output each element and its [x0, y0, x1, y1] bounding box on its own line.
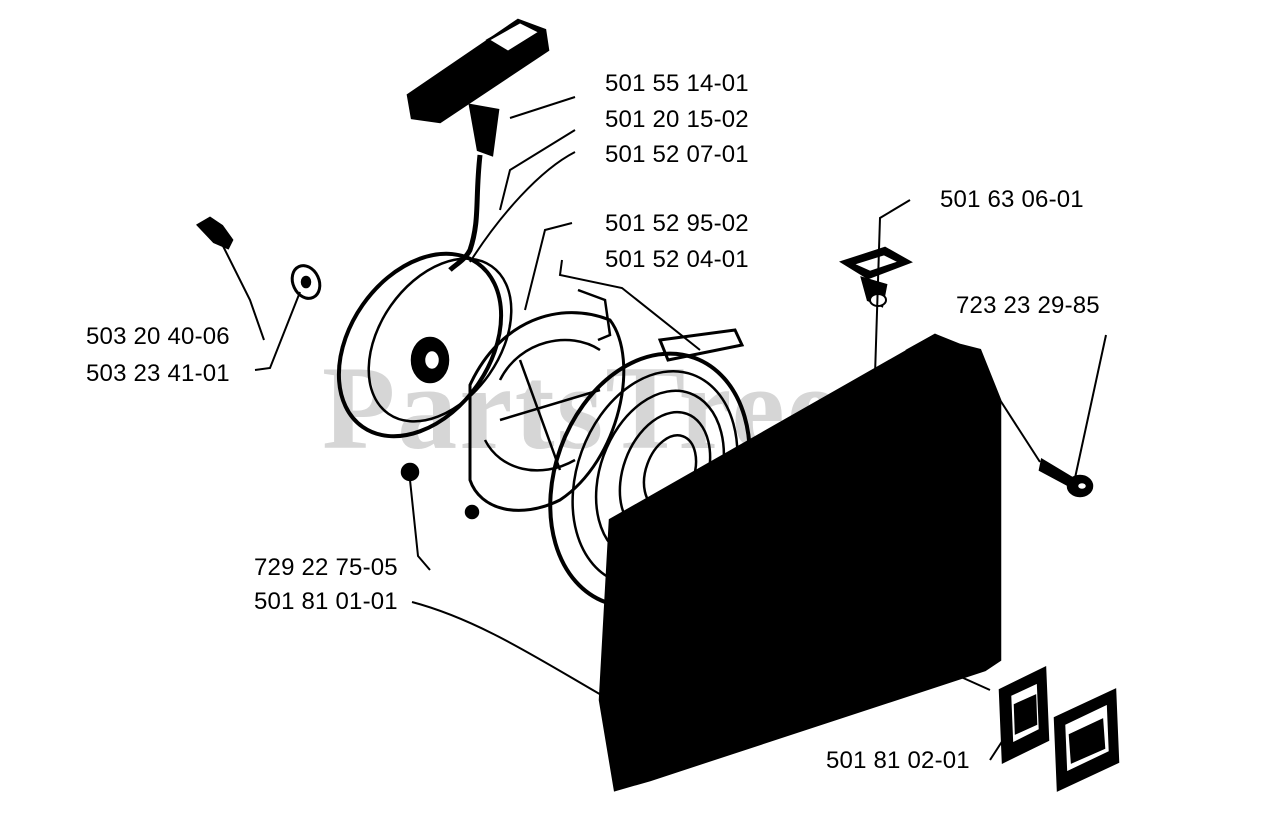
- starter-housing: [598, 333, 1002, 792]
- housing-screw: [1038, 458, 1094, 498]
- part-number-label: 501 20 15-02: [605, 106, 749, 133]
- part-number-label: 501 63 06-01: [940, 186, 1084, 213]
- part-number-label: 501 55 14-01: [605, 70, 749, 97]
- part-number-label: 501 81 02-01: [826, 747, 970, 774]
- part-number-label: 503 20 40-06: [86, 323, 230, 350]
- housing-plug: [839, 246, 913, 308]
- part-number-label: 729 22 75-05: [254, 554, 398, 581]
- part-number-label: 501 52 04-01: [605, 246, 749, 273]
- part-number-label: 503 23 41-01: [86, 360, 230, 387]
- leader-lines: [219, 96, 1107, 761]
- part-number-label: 501 52 07-01: [605, 141, 749, 168]
- small-nut: [400, 462, 420, 482]
- rope-pulley: [336, 251, 513, 439]
- part-number-label: 723 23 29-85: [956, 292, 1100, 319]
- decals: [998, 666, 1120, 792]
- spring-cover-plate: [464, 288, 626, 520]
- part-number-label: 501 52 95-02: [605, 210, 749, 237]
- screw-and-washer: [196, 216, 322, 300]
- starter-handle: [406, 18, 550, 272]
- part-number-label: 501 81 01-01: [254, 588, 398, 615]
